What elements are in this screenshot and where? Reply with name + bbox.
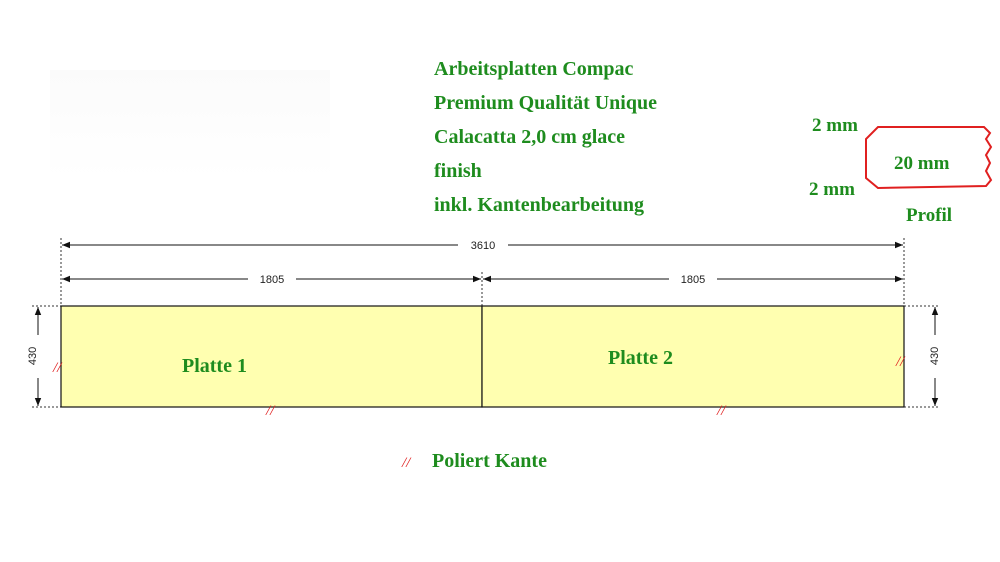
polished-edge-marker: //	[265, 403, 276, 419]
dimension-plate-1-label: 1805	[260, 274, 284, 286]
dimension-plate-2-label: 1805	[681, 274, 705, 286]
legend-symbol: //	[401, 455, 412, 471]
profile-caption: Profil	[906, 205, 952, 226]
profile-outline	[865, 126, 993, 190]
description-line: inkl. Kantenbearbeitung	[434, 194, 645, 216]
polished-edge-markers: // // // //	[52, 354, 906, 419]
legend-label: Poliert Kante	[432, 450, 547, 472]
blurred-area	[50, 70, 330, 180]
profile-thickness-label: 20 mm	[894, 153, 950, 174]
dimension-total: 3610	[62, 240, 903, 252]
plate-2-label: Platte 2	[608, 347, 673, 369]
plate-2	[481, 305, 905, 408]
edge-profile: 2 mm 20 mm 2 mm Profil	[809, 115, 993, 226]
dimension-depth-left-label: 430	[27, 347, 39, 365]
plate-1-label: Platte 1	[182, 355, 247, 377]
dimension-plate-1: 1805	[62, 274, 481, 286]
legend: // Poliert Kante	[401, 450, 547, 472]
plate-1	[60, 305, 483, 408]
description-line: Calacatta 2,0 cm glace	[434, 126, 626, 148]
dimension-depth-left: 430	[27, 307, 42, 406]
polished-edge-marker: //	[52, 360, 63, 376]
dimension-depth-right: 430	[929, 307, 941, 406]
dimension-depth-right-label: 430	[929, 347, 941, 365]
extension-lines	[32, 238, 940, 408]
description-block: Arbeitsplatten Compac Premium Qualität U…	[434, 52, 657, 222]
dimension-total-label: 3610	[471, 240, 495, 252]
description-line: finish	[434, 160, 482, 182]
description-line: Premium Qualität Unique	[434, 92, 657, 114]
polished-edge-marker: //	[716, 403, 727, 419]
plates: Platte 1 Platte 2	[60, 305, 905, 408]
profile-top-label: 2 mm	[812, 115, 858, 136]
dimension-plate-2: 1805	[483, 274, 903, 286]
polished-edge-marker: //	[895, 354, 906, 370]
profile-bottom-label: 2 mm	[809, 179, 855, 200]
description-line: Arbeitsplatten Compac	[434, 58, 634, 80]
